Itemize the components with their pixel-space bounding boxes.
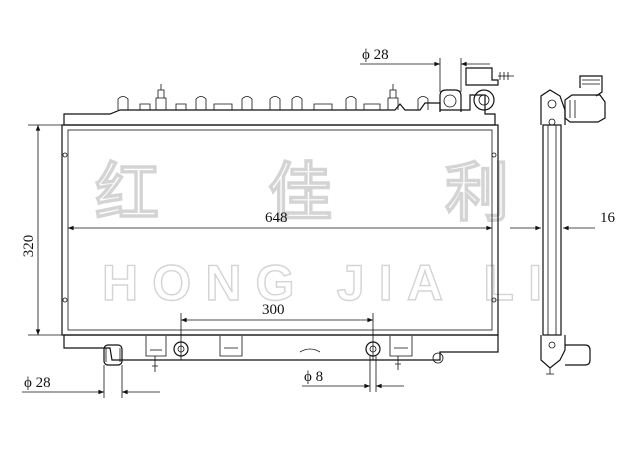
outlet-pipe [103,344,123,366]
top-brackets [117,84,429,110]
watermark: 红 佳 利 HONG JIA LI [94,156,542,311]
watermark-char-3: 利 [445,157,509,231]
watermark-char-1: 红 [95,157,159,231]
watermark-char-2: 佳 [268,157,332,231]
dim-inlet-diameter: ϕ 28 [362,47,389,63]
watermark-english: HONG JIA LI [102,255,542,311]
inlet-pipe [439,67,514,112]
bottom-brackets [145,336,444,372]
dim-pipe-spacing: 300 [262,302,285,318]
radiator-front-view [61,67,514,372]
dim-drain-diameter: ϕ 8 [304,369,323,385]
dim-thickness: 16 [600,210,616,226]
dim-outlet-diameter: ϕ 28 [24,375,51,391]
dim-height: 320 [21,235,37,258]
dim-width: 648 [265,210,288,226]
radiator-side-view [540,75,606,375]
dimension-lines: 648 320 300 16 ϕ 28 ϕ 28 ϕ 8 [21,47,616,398]
